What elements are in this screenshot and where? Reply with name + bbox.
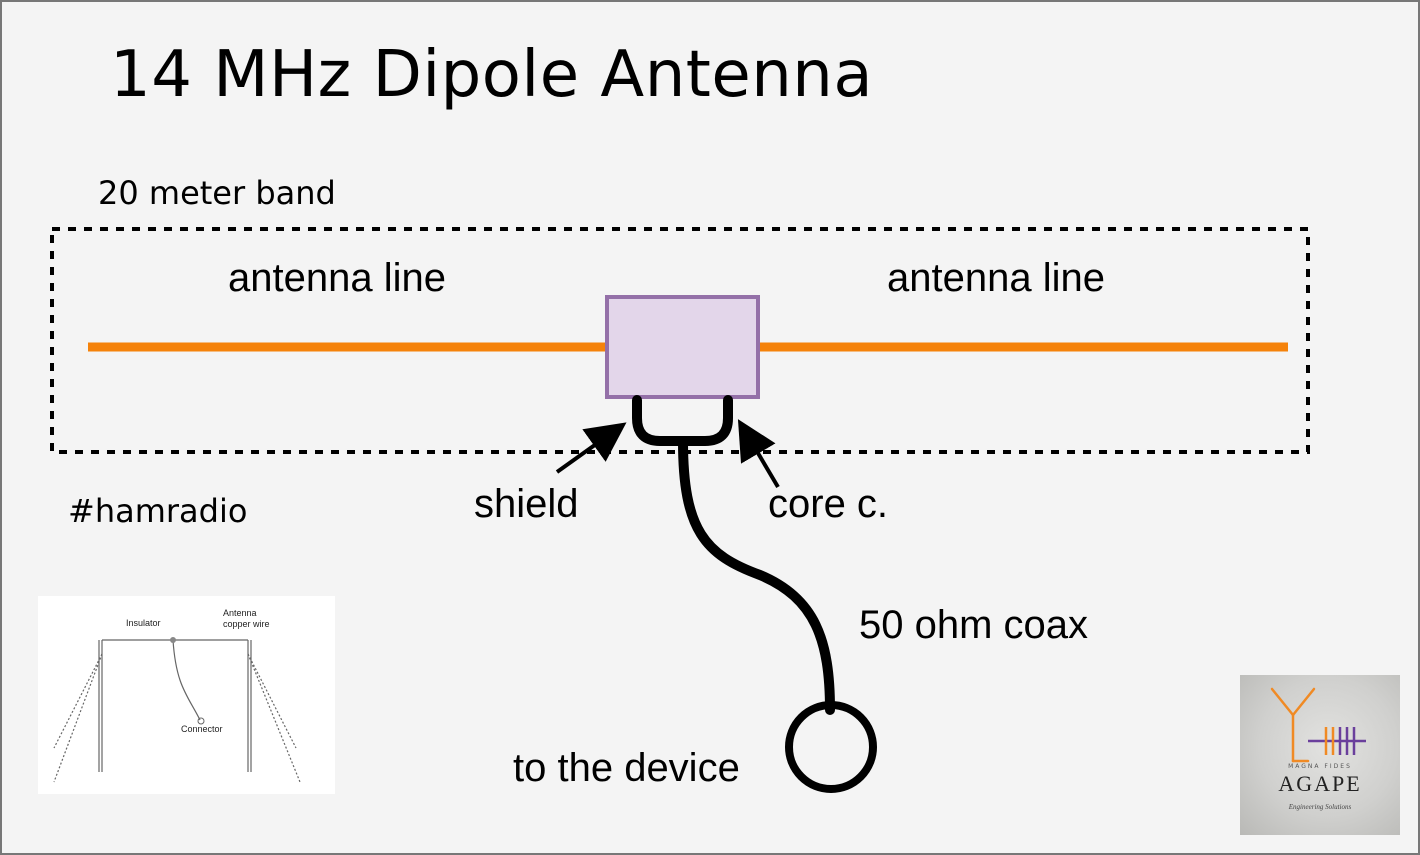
coax-split-loop [632, 395, 733, 446]
antenna-line-left-label: antenna line [228, 256, 446, 300]
thumbnail-connector-label: Connector [181, 724, 223, 734]
dipole-photo-thumbnail: Insulator Antenna copper wire Connector [38, 596, 335, 794]
page-title: 14 MHz Dipole Antenna [110, 38, 874, 112]
device-label: to the device [513, 746, 740, 790]
thumbnail-antenna-label: Antenna [223, 608, 257, 618]
core-arrow [737, 419, 780, 489]
logo-name: AGAPE [1278, 771, 1362, 796]
antenna-line-right-label: antenna line [887, 256, 1105, 300]
antenna-boundary-box [50, 227, 1310, 454]
shield-label: shield [474, 482, 579, 526]
thumbnail-copper-wire-label: copper wire [223, 619, 270, 629]
logo-tagline: Engineering Solutions [1288, 803, 1352, 811]
core-label: core c. [768, 482, 889, 526]
shield-arrow [555, 422, 627, 474]
hashtag-label: #hamradio [68, 492, 248, 530]
feedpoint-box [605, 295, 760, 399]
band-label: 20 meter band [98, 174, 336, 212]
device-connector-circle [785, 701, 877, 793]
agape-logo: MAGNA FIDES AGAPE Engineering Solutions [1240, 675, 1400, 835]
coax-cable [678, 436, 835, 715]
logo-subtitle: MAGNA FIDES [1288, 763, 1352, 770]
thumbnail-sketch [53, 637, 301, 783]
antenna-logo-icon [1270, 687, 1366, 763]
thumbnail-insulator-label: Insulator [126, 618, 161, 628]
coax-label: 50 ohm coax [859, 603, 1089, 647]
